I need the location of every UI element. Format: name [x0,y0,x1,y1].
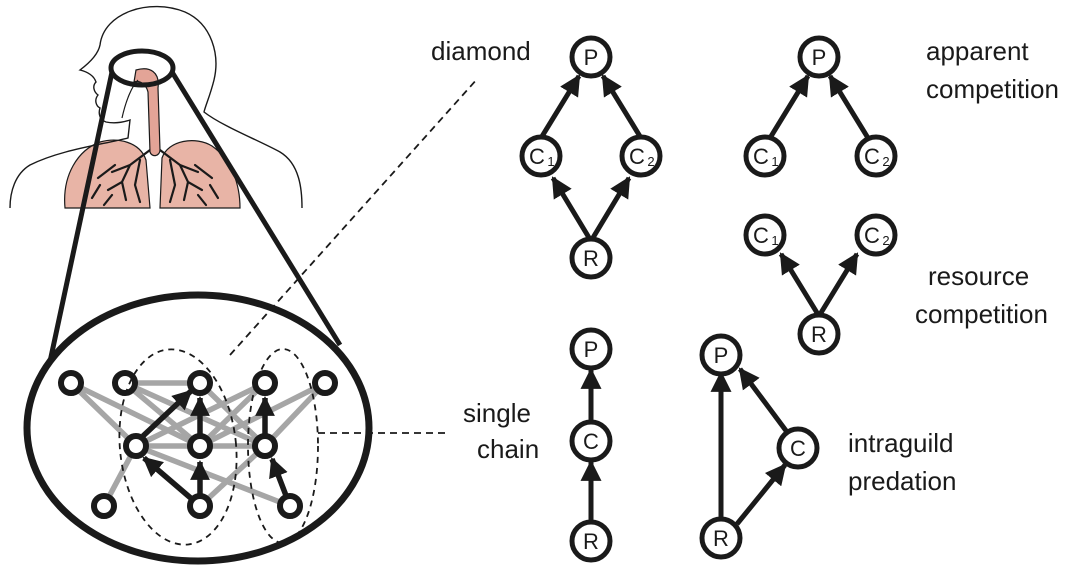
highlight-ellipses [118,348,319,546]
apparent-node-c1: C 1 [743,134,787,178]
svg-text:C: C [864,144,880,169]
label-intraguild: intraguild [848,428,954,458]
network-node [91,493,117,519]
network-node [58,370,84,396]
diamond-node-c2: C 2 [619,134,663,178]
apparent-node-c2: C 2 [854,134,898,178]
svg-text:R: R [713,526,729,551]
intraguild-node-r: R [699,516,743,560]
svg-text:R: R [811,322,827,347]
neck-line [121,79,139,119]
network-node [187,370,213,396]
diamond-node-p: P [569,35,613,79]
svg-text:C: C [864,223,880,248]
svg-text:2: 2 [882,154,889,169]
diamond-leader-line [229,77,479,356]
label-resource-competition: competition [915,299,1048,329]
label-resource: resource [928,261,1029,291]
svg-text:C: C [583,429,599,454]
human-torso-illustration [9,5,303,209]
network-node [252,370,278,396]
label-predation: predation [848,466,956,496]
network-node [312,370,338,396]
chain-node-c: C [569,419,613,463]
body-outline [9,5,303,209]
svg-text:1: 1 [771,154,778,169]
svg-text:1: 1 [547,154,554,169]
diamond-node-r: R [569,236,613,280]
motif-edges [538,74,871,526]
network-node [252,433,278,459]
resource-node-c2: C 2 [854,213,898,257]
label-diamond: diamond [431,36,531,66]
label-single: single [463,398,531,428]
svg-text:R: R [583,529,599,554]
label-apparent: apparent [926,36,1029,66]
intraguild-node-p: P [699,333,743,377]
svg-text:1: 1 [771,233,778,248]
apparent-node-p: P [797,35,841,79]
svg-text:P: P [584,45,599,70]
network-node [123,433,149,459]
diamond-node-c1: C 1 [519,134,563,178]
chain-node-p: P [569,327,613,371]
zoom-line-left [42,71,115,386]
svg-text:R: R [583,246,599,271]
leader-lines [229,77,479,434]
network-node [187,433,213,459]
svg-text:2: 2 [647,154,654,169]
label-chain: chain [477,434,539,464]
resource-node-r: R [797,312,841,356]
svg-text:C: C [790,436,806,461]
zoom-line-right [169,70,343,347]
resource-node-c1: C 1 [743,213,787,257]
zoom-lens-small-ring [108,48,176,88]
chain-highlight-ellipse [247,348,319,544]
svg-text:C: C [753,223,769,248]
network-node [112,370,138,396]
svg-text:P: P [584,337,599,362]
svg-text:C: C [753,144,769,169]
svg-text:C: C [629,144,645,169]
svg-text:P: P [812,45,827,70]
diamond-highlight-ellipse [118,348,238,546]
motif-nodes: P C 1 C 2 R P C 1 C 2 [519,35,898,563]
intraguild-node-c: C [776,426,820,470]
svg-text:C: C [529,144,545,169]
svg-text:P: P [714,343,729,368]
chain-node-r: R [569,519,613,563]
motif-labels: diamond apparent competition resource co… [431,36,1059,496]
network-node [187,493,213,519]
svg-text:2: 2 [882,233,889,248]
bronchial-tree [90,148,220,207]
label-apparent-competition: competition [926,74,1059,104]
right-lung [159,140,241,209]
network-node [277,493,303,519]
